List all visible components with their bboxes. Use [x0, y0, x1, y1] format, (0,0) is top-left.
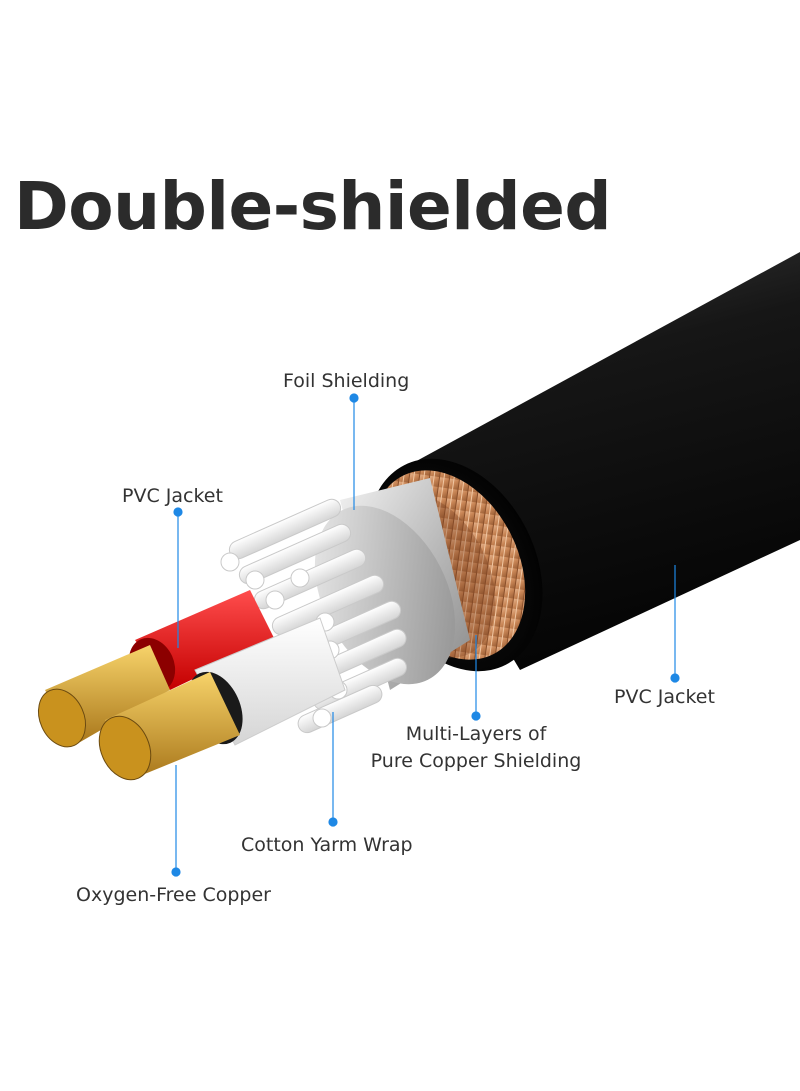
red-conductor	[37, 590, 275, 748]
copper-shielding-label: Multi-Layers of Pure Copper Shielding	[366, 721, 586, 775]
foil-shield	[314, 478, 470, 690]
outer-pvc-jacket-label: PVC Jacket	[614, 686, 715, 708]
foil-shielding-label: Foil Shielding	[283, 370, 410, 392]
copper-shield-dot	[471, 711, 481, 721]
copper-shielding-label-line2: Pure Copper Shielding	[370, 750, 582, 772]
inner-pvc-jacket-label: PVC Jacket	[122, 485, 223, 507]
cotton-wrap-dot	[328, 817, 338, 827]
oxygen-free-copper-label: Oxygen-Free Copper	[76, 884, 271, 906]
foil-shielding-dot	[349, 393, 359, 403]
page-title: Double-shielded	[14, 168, 612, 245]
oxygen-free-copper-dot	[171, 867, 181, 877]
white-conductor	[98, 617, 346, 781]
callout-leaders	[171, 393, 680, 877]
cotton-wrap-label: Cotton Yarm Wrap	[241, 834, 413, 856]
inner-pvc-dot	[173, 507, 183, 517]
outer-pvc-dot	[670, 673, 680, 683]
copper-shielding-label-line1: Multi-Layers of	[405, 723, 547, 745]
